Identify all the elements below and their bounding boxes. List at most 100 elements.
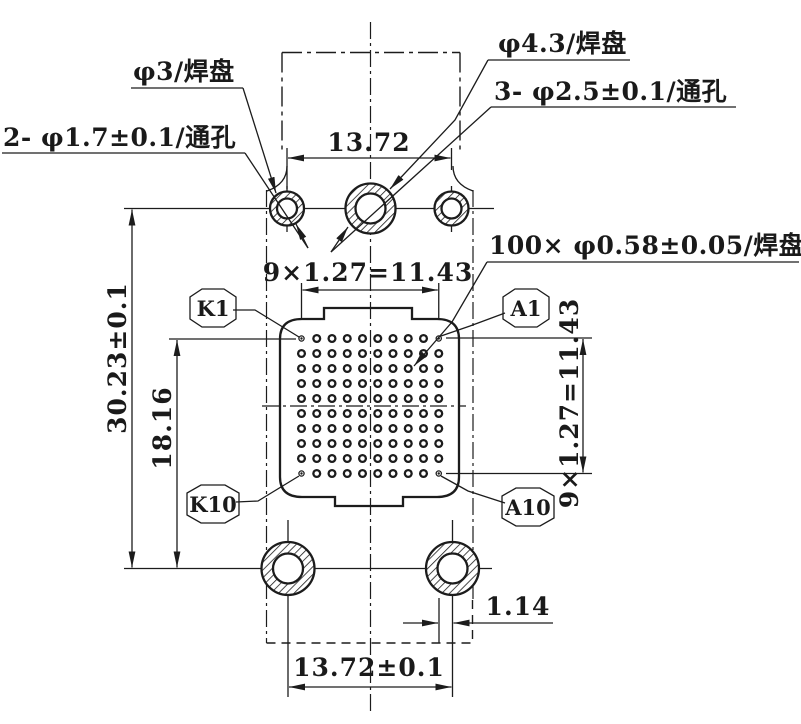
contact-pad xyxy=(388,393,398,404)
contact-pad xyxy=(357,378,368,389)
contact-pad xyxy=(418,333,429,344)
dimension-texts: 13.72 9×1.27=11.43 30.23±0.1 18.16 9×1.2… xyxy=(103,128,584,682)
contact-pad xyxy=(327,393,337,404)
balloon-a10 xyxy=(501,487,555,527)
contact-pad xyxy=(434,423,444,434)
contact-pad xyxy=(312,453,322,464)
contact-pad-center-dot xyxy=(300,337,303,340)
dim-edge-offset: 1.14 xyxy=(486,592,551,621)
contact-pad xyxy=(312,468,322,479)
contact-pad xyxy=(342,468,352,479)
dim-grid-width: 9×1.27=11.43 xyxy=(263,258,473,287)
contact-pad xyxy=(434,393,444,404)
contact-pad xyxy=(296,408,307,419)
contact-pad xyxy=(312,408,322,419)
contact-pad xyxy=(403,453,413,464)
contact-pad xyxy=(403,333,413,344)
contact-pad xyxy=(418,438,429,449)
contact-pad xyxy=(296,423,307,434)
mounting-hole-top-center xyxy=(344,182,397,235)
contact-pad xyxy=(418,453,429,464)
contact-pad xyxy=(342,363,352,374)
contact-pad xyxy=(342,393,352,404)
dimensions xyxy=(128,148,592,691)
contact-pad xyxy=(388,453,398,464)
contact-pad xyxy=(296,363,307,374)
contact-pad xyxy=(373,333,383,344)
pin-label-a1: A1 xyxy=(510,296,542,321)
callout-contact-pads: 100× φ0.58±0.05/焊盘 xyxy=(489,231,801,260)
callout-hole-large: 3- φ2.5±0.1/通孔 xyxy=(494,77,727,106)
leader-pin-k1 xyxy=(233,309,300,338)
contact-pad xyxy=(327,348,337,359)
contact-pad xyxy=(312,363,322,374)
contact-pad xyxy=(296,453,307,464)
mounting-hole-bottom-left xyxy=(260,540,316,597)
contact-pad xyxy=(418,393,429,404)
contact-pad xyxy=(434,348,444,359)
leader-hole-small-arrow xyxy=(295,223,309,249)
contact-pad xyxy=(418,408,429,419)
contact-pad xyxy=(342,378,352,389)
contact-pad xyxy=(342,423,352,434)
mounting-hole-bottom-right xyxy=(424,540,481,597)
contact-pad xyxy=(434,408,444,419)
pin-label-a10: A10 xyxy=(504,495,551,520)
contact-pad xyxy=(342,438,352,449)
contact-pad xyxy=(388,348,398,359)
contact-pad xyxy=(418,363,429,374)
callout-hole-small: 2- φ1.7±0.1/通孔 xyxy=(3,123,236,152)
balloon-a1 xyxy=(502,288,550,328)
callout-pad-large: φ4.3/焊盘 xyxy=(498,29,627,58)
leader-pin-a1 xyxy=(440,312,506,337)
contact-pad xyxy=(342,348,352,359)
contact-pad xyxy=(312,333,322,344)
contact-pad xyxy=(418,423,429,434)
leaders xyxy=(2,59,799,504)
dim-top-hole-spacing: 13.72 xyxy=(327,128,410,157)
contact-pad-center-dot xyxy=(300,472,303,475)
contact-pad xyxy=(357,333,368,344)
contact-pad xyxy=(373,393,383,404)
contact-pad xyxy=(373,453,383,464)
contact-pad xyxy=(373,363,383,374)
leader-pad-small xyxy=(242,87,277,194)
contact-pad xyxy=(296,438,307,449)
contact-pad xyxy=(388,408,398,419)
body-right-step xyxy=(452,165,474,192)
leader-pad-large xyxy=(389,59,489,190)
contact-pad xyxy=(357,423,368,434)
contact-pad xyxy=(342,453,352,464)
dim-bottom-hole-spacing: 13.72±0.1 xyxy=(293,653,445,682)
contact-pad xyxy=(357,438,368,449)
leader-hole-large-arrow xyxy=(330,226,349,253)
dim-grid-height: 9×1.27=11.43 xyxy=(555,298,584,508)
contact-pad xyxy=(434,363,444,374)
contact-pad xyxy=(403,363,413,374)
contact-pad xyxy=(403,378,413,389)
contact-pad xyxy=(403,438,413,449)
contact-pad xyxy=(403,468,413,479)
contact-pad xyxy=(296,378,307,389)
contact-pad xyxy=(434,378,444,389)
contact-pad xyxy=(418,468,429,479)
shroud-outline xyxy=(278,306,461,508)
contact-pad xyxy=(296,348,307,359)
contact-pad-grid xyxy=(296,333,444,479)
contact-pad xyxy=(327,333,337,344)
callout-pad-small: φ3/焊盘 xyxy=(133,57,235,86)
contact-pad xyxy=(373,408,383,419)
contact-pad xyxy=(388,468,398,479)
contact-pad xyxy=(342,333,352,344)
contact-pad xyxy=(418,378,429,389)
leader-hole-large xyxy=(330,106,492,253)
contact-pad xyxy=(403,393,413,404)
contact-pad xyxy=(373,438,383,449)
contact-pad xyxy=(357,453,368,464)
contact-pad xyxy=(357,393,368,404)
contact-pad xyxy=(388,438,398,449)
pin-label-k1: K1 xyxy=(197,296,230,321)
contact-pad xyxy=(373,423,383,434)
contact-pad xyxy=(342,408,352,419)
